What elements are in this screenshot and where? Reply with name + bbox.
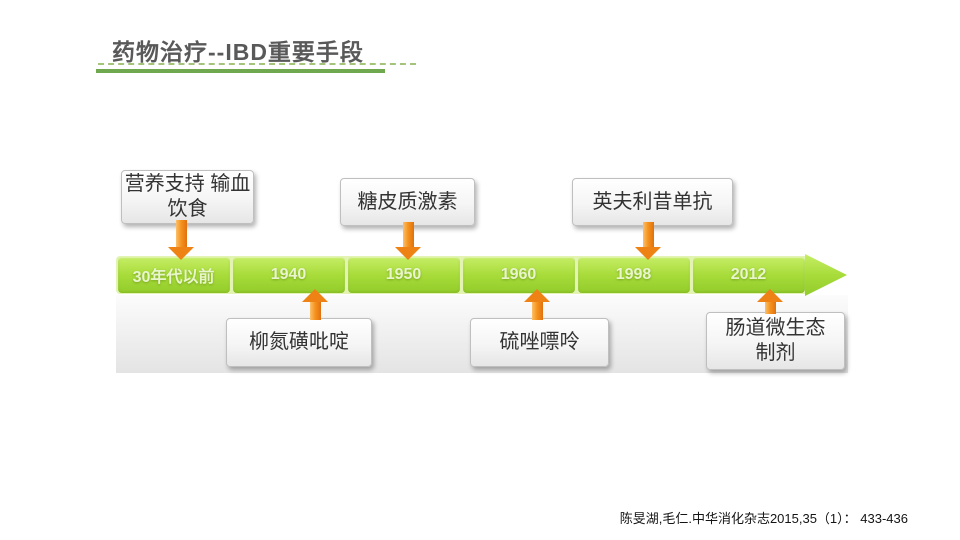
timeline-segment-2: 1950 — [347, 257, 460, 293]
connector-arrow-down — [403, 222, 414, 247]
title-underline-solid — [96, 69, 385, 73]
citation-text: 陈旻湖,毛仁.中华消化杂志2015,35（1）： 433-436 — [619, 511, 908, 526]
timeline-segment-1: 1940 — [232, 257, 345, 293]
timeline-segment-0: 30年代以前 — [117, 257, 230, 293]
event-box-5: 肠道微生态 制剂 — [706, 312, 845, 370]
connector-arrow-up — [310, 302, 321, 320]
event-label: 营养支持 输血 饮食 — [124, 173, 251, 220]
timeline-segment-3: 1960 — [462, 257, 575, 293]
event-box-4: 硫唑嘌呤 — [470, 318, 609, 367]
arrow-down-head-icon — [635, 247, 661, 260]
slide-title: 药物治疗--IBD重要手段 — [112, 39, 364, 65]
timeline-arrowhead-icon — [805, 254, 847, 296]
connector-arrow-up — [765, 302, 776, 314]
connector-arrow-up — [532, 302, 543, 320]
event-box-2: 英夫利昔单抗 — [572, 178, 733, 226]
event-box-3: 柳氮磺吡啶 — [226, 318, 372, 367]
title-underline-dashed — [98, 63, 416, 65]
event-label: 柳氮磺吡啶 — [249, 331, 349, 353]
arrow-up-head-icon — [302, 289, 328, 302]
timeline-segment-4: 1998 — [577, 257, 690, 293]
arrow-down-head-icon — [395, 247, 421, 260]
timeline-segment-5: 2012 — [692, 257, 805, 293]
arrow-up-head-icon — [524, 289, 550, 302]
event-label: 英夫利昔单抗 — [592, 190, 713, 213]
event-label: 肠道微生态 制剂 — [725, 317, 826, 364]
event-box-0: 营养支持 输血 饮食 — [121, 170, 254, 224]
event-box-1: 糖皮质激素 — [340, 178, 475, 226]
event-label: 糖皮质激素 — [357, 190, 458, 213]
arrow-down-head-icon — [168, 247, 194, 260]
connector-arrow-down — [176, 220, 187, 247]
connector-arrow-down — [643, 222, 654, 247]
arrow-up-head-icon — [757, 289, 783, 302]
event-label: 硫唑嘌呤 — [499, 331, 580, 353]
